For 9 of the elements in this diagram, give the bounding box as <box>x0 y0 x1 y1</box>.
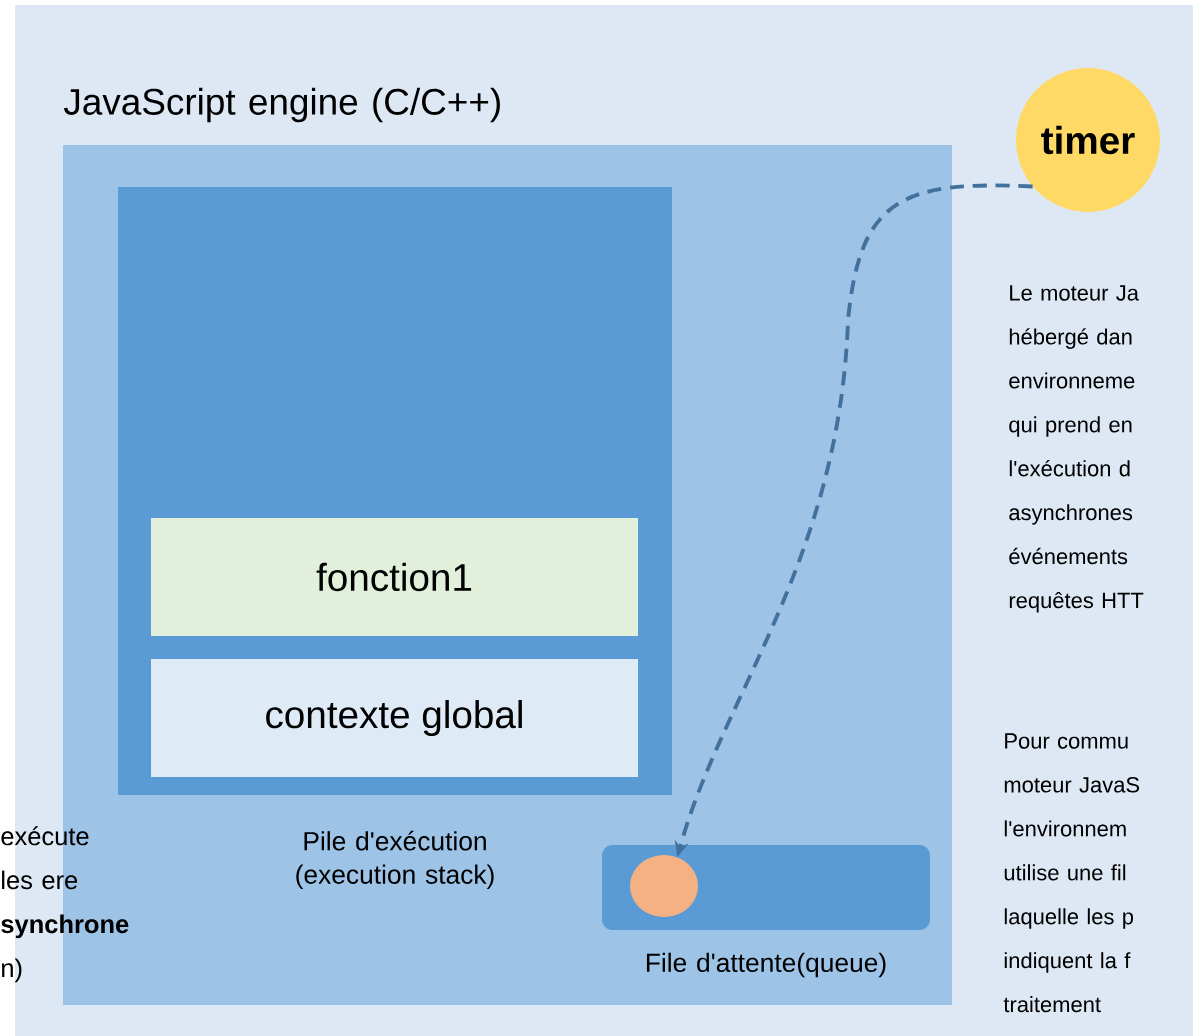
stack-frame: contexte global <box>151 659 638 777</box>
task-circle <box>630 855 698 917</box>
body-text: Pour commu moteur JavaS l'environnem utilise une fil laquelle les p indiquent la f traitement <box>1003 733 1140 1013</box>
body-text: exécute les ere synchrone n) <box>1 826 129 983</box>
node-label: File d'attente(queue) <box>646 952 886 978</box>
node-label: Pile d'exécution (execution stack) <box>296 830 494 890</box>
stack-frame: fonction1 <box>151 518 638 636</box>
body-text: Le moteur Ja hébergé dan environneme qui prend en l'exécution d asynchrones événements requêtes HTT <box>1009 285 1144 613</box>
node-label: JavaScript engine (C/C++) <box>63 87 500 123</box>
